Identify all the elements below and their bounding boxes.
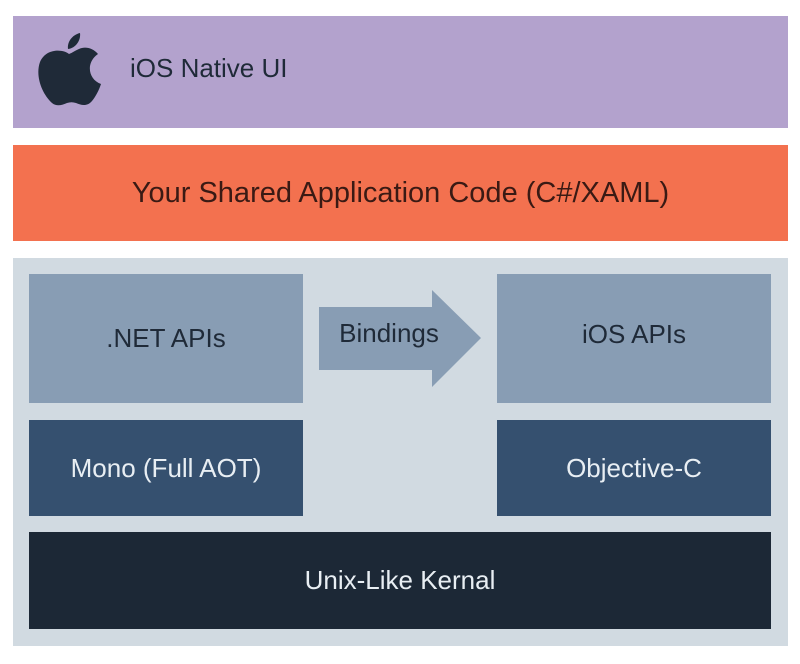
net-apis-box: .NET APIs [29, 274, 303, 403]
bindings-arrow [319, 290, 481, 387]
objective-c-box: Objective-C [497, 420, 771, 516]
shared-application-code-layer: Your Shared Application Code (C#/XAML) [13, 145, 788, 241]
apple-logo-icon [38, 33, 101, 106]
ios-apis-box: iOS APIs [497, 274, 771, 403]
ios-native-ui-layer [13, 16, 788, 128]
mono-full-aot-box: Mono (Full AOT) [29, 420, 303, 516]
ios-native-ui-label: iOS Native UI [130, 53, 288, 83]
unix-like-kernel-box: Unix-Like Kernal [29, 532, 771, 629]
bindings-label: Bindings [339, 318, 439, 348]
